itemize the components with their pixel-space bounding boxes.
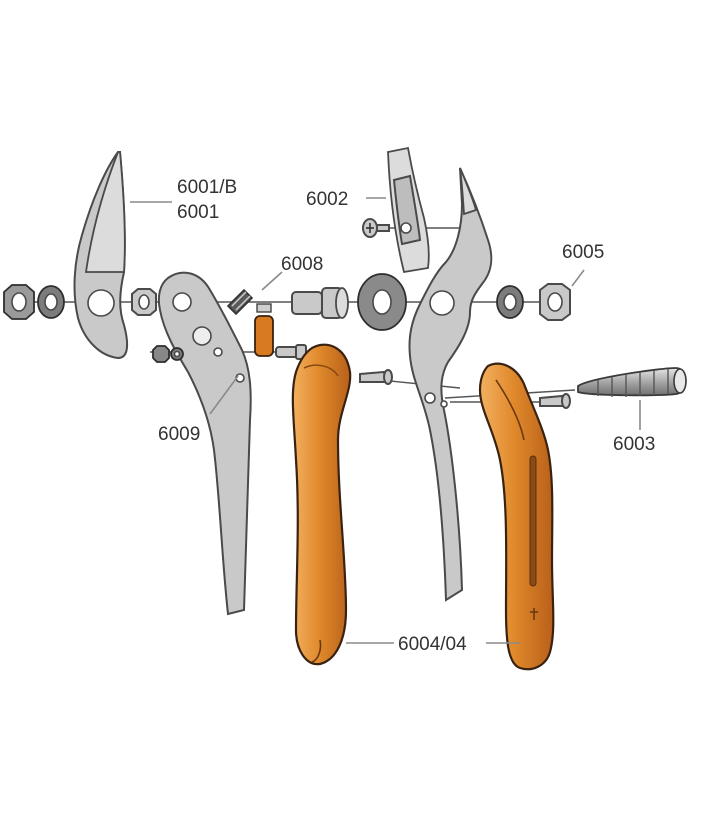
right-grip [478,362,555,671]
small-spring [226,288,254,316]
cutting-blade [73,151,129,360]
coil-spring [577,367,687,397]
label-6002: 6002 [306,189,348,210]
label-6001-b: 6001/B [177,177,237,198]
left-grip [291,343,352,666]
pivot-bushing [291,287,349,319]
right-handle-steel [408,167,493,602]
label-6005: 6005 [562,242,604,263]
small-nut-washer [152,345,184,363]
grip-screw-left [359,369,393,385]
anvil-plate [387,146,430,274]
label-6004-04: 6004/04 [398,634,467,655]
label-6009: 6009 [158,424,200,445]
anvil-screw [362,218,390,238]
washer-right [496,285,524,319]
label-6008: 6008 [281,254,323,275]
part-labels: 6001/B 6001 6002 6008 6005 6009 6003 600… [158,177,655,655]
leader-lines [130,197,641,644]
large-washer [357,273,407,331]
hex-nut-small [131,288,157,316]
hex-nut-right [539,283,571,321]
washer-left [37,285,65,319]
label-6001: 6001 [177,202,219,223]
hex-nut-left [3,284,35,320]
grip-screw-right [539,393,571,409]
stop-sleeve [254,303,307,360]
label-6003: 6003 [613,434,655,455]
